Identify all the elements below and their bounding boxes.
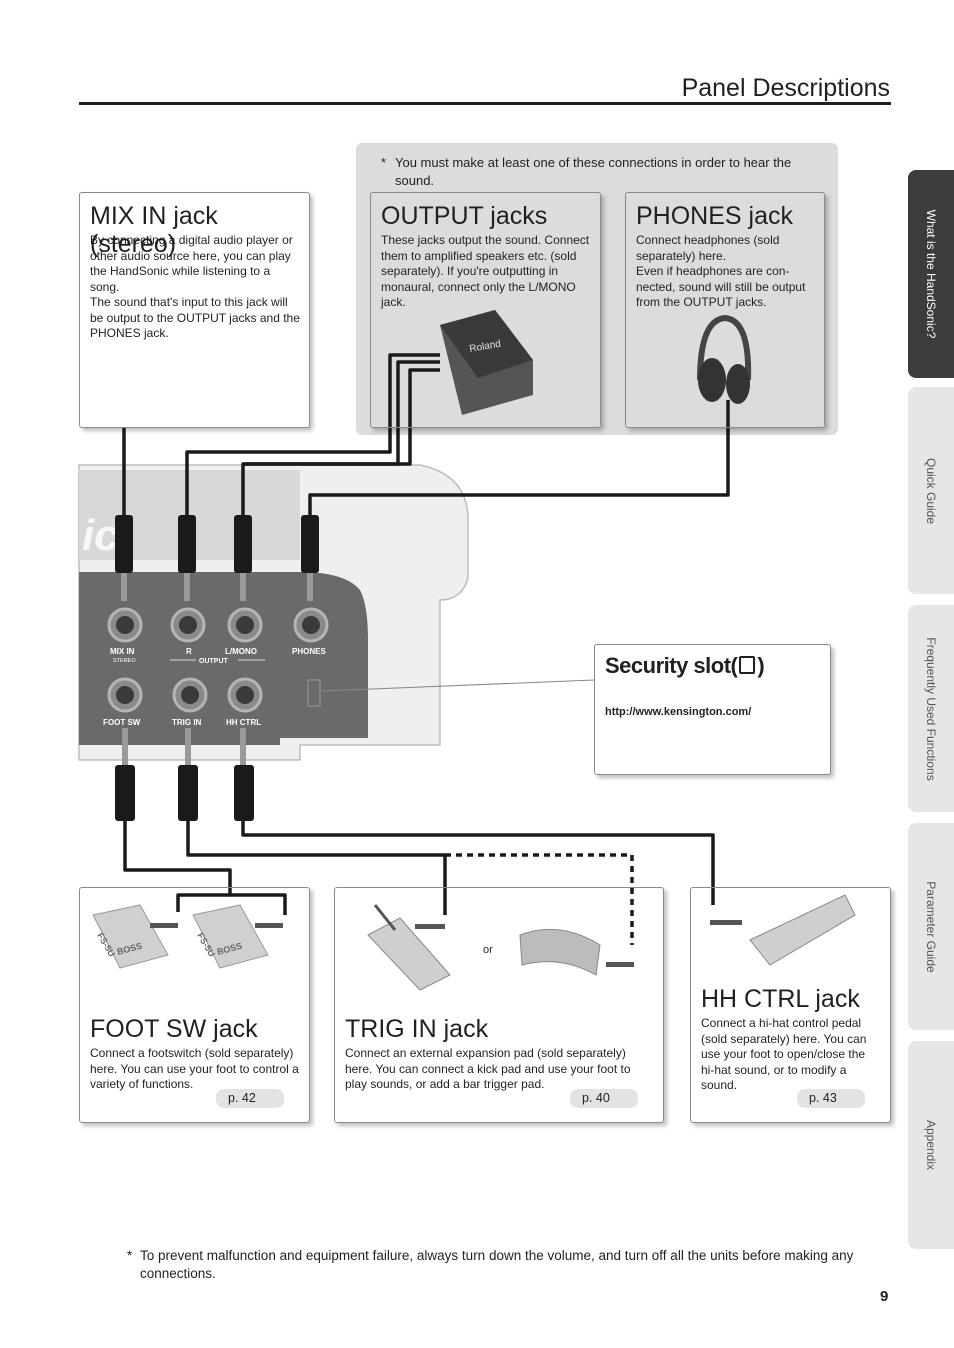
bottom-plugs	[115, 728, 254, 821]
output-description: These jacks output the sound. Connect th…	[381, 233, 590, 309]
phones-description: Connect headphones (sold separately) her…	[636, 233, 806, 309]
foot-sw-card: FOOT SW jack Connect a footswitch (sold …	[79, 887, 310, 1123]
foot-sw-title: FOOT SW jack	[90, 1015, 258, 1043]
output-r-cable	[185, 353, 440, 520]
kick-pedal-image	[367, 904, 451, 991]
jack-label-mix-in: MIX IN	[110, 647, 135, 656]
jack-label-output-group: OUTPUT	[199, 658, 229, 665]
mix-in-card: MIX IN jack (stereo) By connecting a dig…	[79, 192, 310, 428]
header-rule	[79, 102, 891, 105]
trig-in-card: or TRIG IN jack Connect an external expa…	[334, 887, 664, 1123]
hi-hat-pedal-image	[710, 894, 856, 966]
jack-label-stereo: STEREO	[113, 658, 136, 664]
trig-in-cable	[186, 820, 447, 915]
headphones-image	[697, 314, 752, 404]
jack-label-foot-sw: FOOT SW	[103, 718, 141, 727]
tab-label-quick-guide: Quick Guide	[924, 457, 938, 524]
required-connections-panel	[356, 143, 838, 435]
footer-warning: * To prevent malfunction and equipment f…	[127, 1247, 897, 1283]
phones-cable	[308, 400, 730, 520]
trig-in-cable-alt	[445, 853, 634, 945]
tab-frequently-used-functions[interactable]: Frequently Used Functions	[908, 605, 954, 812]
tab-label-parameter-guide: Parameter Guide	[924, 880, 938, 973]
lock-icon	[739, 656, 756, 675]
jack-label-l-mono: L/MONO	[225, 647, 257, 656]
foot-sw-cable-2	[230, 893, 287, 915]
or-label: or	[483, 944, 493, 956]
hh-ctrl-description: Connect a hi-hat control pedal (sold sep…	[701, 1016, 867, 1092]
amp-brand: Roland	[469, 339, 502, 355]
output-title: OUTPUT jacks	[381, 202, 548, 230]
hh-ctrl-page-ref[interactable]: p. 43	[797, 1089, 865, 1108]
security-slot-title-text: Security slot(	[605, 653, 738, 678]
trig-in-description: Connect an external expansion pad (sold …	[345, 1046, 631, 1091]
top-jack-row: MIX IN STEREO R L/MONO PHONES OUTPUT	[107, 607, 329, 665]
jack-label-trig-in: TRIG IN	[172, 718, 202, 727]
trig-in-title: TRIG IN jack	[345, 1015, 489, 1043]
output-cable-inner	[243, 368, 440, 466]
tab-label-appendix: Appendix	[924, 1119, 938, 1171]
security-slot-title-end: )	[757, 653, 765, 678]
output-card: OUTPUT jacks These jacks output the soun…	[370, 192, 601, 428]
footer-warning-text: To prevent malfunction and equipment fai…	[140, 1248, 854, 1281]
page-number: 9	[880, 1288, 889, 1305]
amplifier-image: Roland	[440, 310, 533, 415]
foot-sw-description: Connect a footswitch (sold separately) h…	[90, 1046, 299, 1091]
phones-card: PHONES jack Connect headphones (sold sep…	[625, 192, 825, 428]
kensington-link[interactable]: http://www.kensington.com/	[605, 706, 752, 718]
bottom-jack-row: FOOT SW TRIG IN HH CTRL	[103, 677, 263, 727]
tab-quick-guide[interactable]: Quick Guide	[908, 387, 954, 594]
note-text: You must make at least one of these conn…	[395, 155, 792, 188]
hh-ctrl-title: HH CTRL jack	[701, 985, 860, 1013]
tab-parameter-guide[interactable]: Parameter Guide	[908, 823, 954, 1030]
jack-label-hh-ctrl: HH CTRL	[226, 718, 261, 727]
note-asterisk: *	[381, 155, 387, 170]
hh-ctrl-card: HH CTRL jack Connect a hi-hat control pe…	[690, 887, 891, 1123]
tab-label-frequently-used-functions: Frequently Used Functions	[924, 636, 938, 781]
hh-ctrl-cable	[241, 820, 715, 905]
tab-label-what-is-handsonic: What is the HandSonic?	[924, 209, 938, 339]
top-plugs	[115, 515, 319, 601]
mix-in-title: MIX IN jack (stereo)	[90, 202, 218, 258]
page-title: Panel Descriptions	[681, 74, 890, 102]
phones-title: PHONES jack	[636, 202, 793, 230]
security-slot-card: Security slot() http://www.kensington.co…	[594, 644, 831, 775]
foot-sw-page-ref[interactable]: p. 42	[216, 1089, 284, 1108]
jack-label-r: R	[186, 647, 192, 656]
footer-asterisk: *	[127, 1248, 133, 1263]
tab-what-is-handsonic[interactable]: What is the HandSonic?	[908, 170, 954, 378]
security-slot-title: Security slot()	[605, 653, 765, 679]
required-connection-note: * You must make at least one of these co…	[381, 154, 821, 190]
mix-in-description: By connecting a digital audio player or …	[90, 233, 300, 340]
handsonic-device: ic	[78, 464, 595, 761]
bar-trigger-pad-image	[519, 928, 634, 976]
trig-in-page-ref[interactable]: p. 40	[570, 1089, 638, 1108]
tab-appendix[interactable]: Appendix	[908, 1041, 954, 1249]
jack-label-phones: PHONES	[292, 647, 326, 656]
foot-sw-cable	[123, 820, 232, 912]
svg-text:ic: ic	[82, 511, 119, 560]
